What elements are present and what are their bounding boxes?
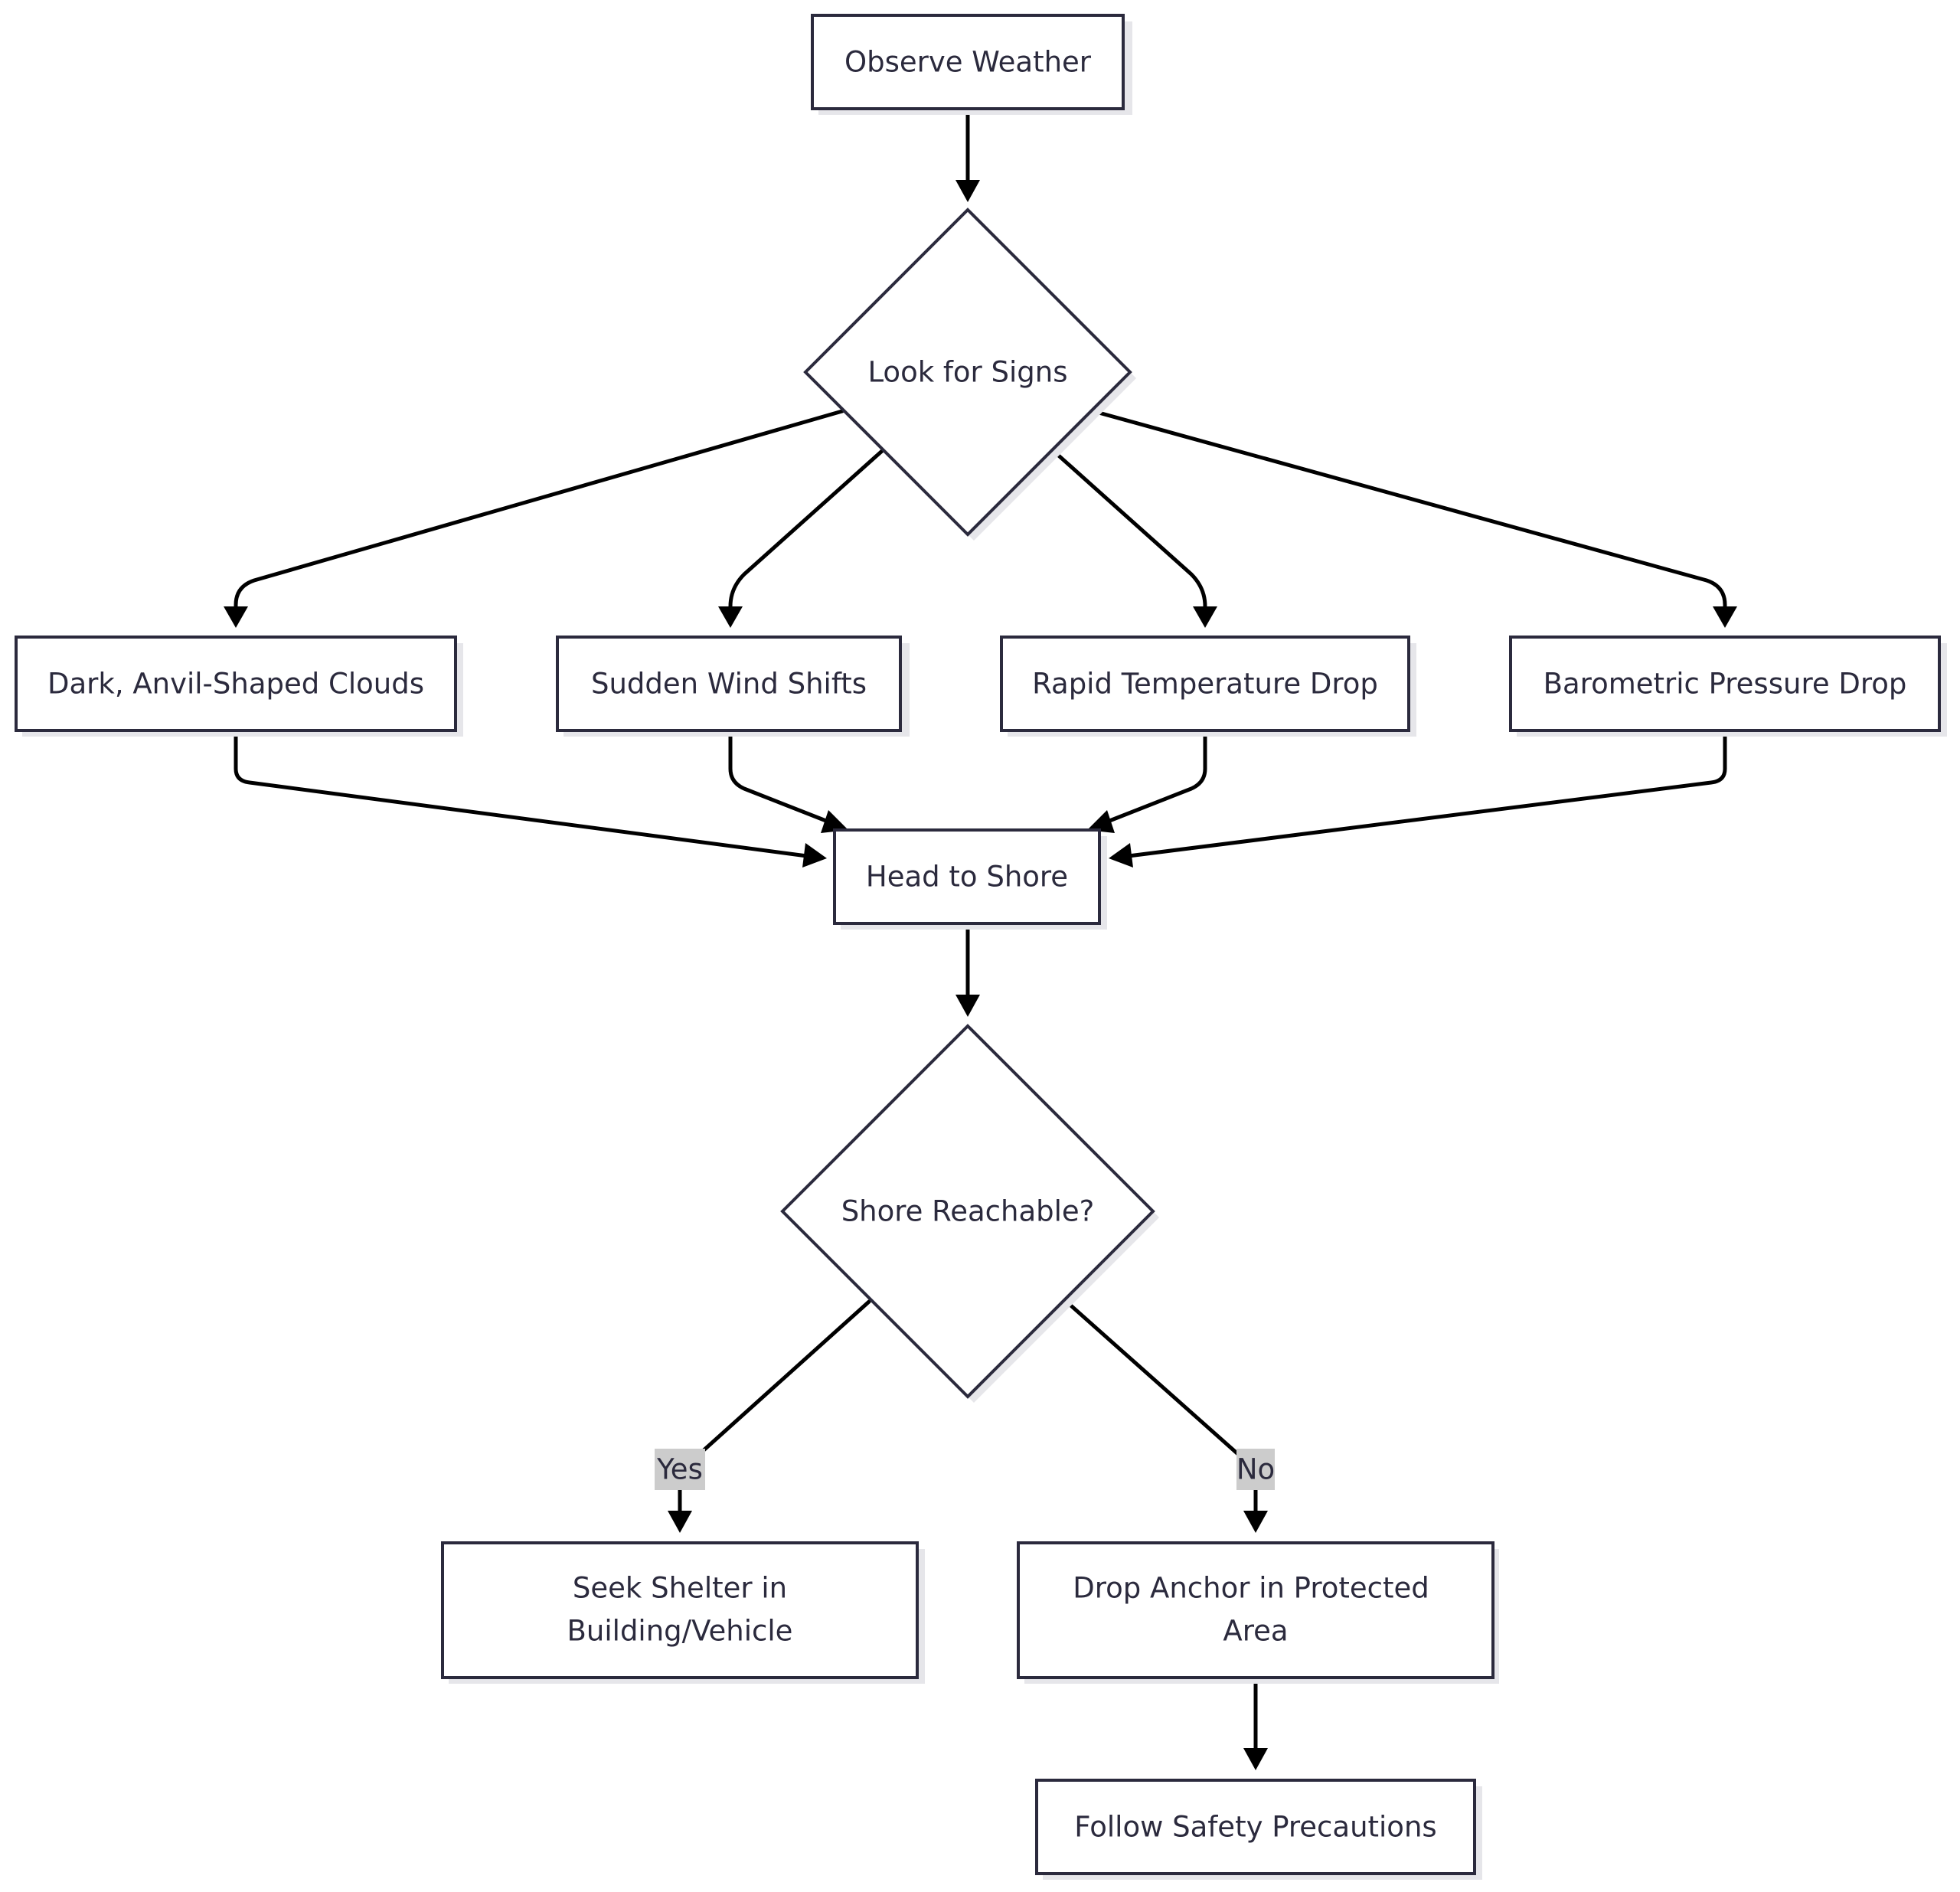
arrowhead — [956, 995, 980, 1017]
edge-signs-to-temp — [1051, 449, 1207, 611]
yes-label: Yes — [656, 1453, 703, 1486]
node-label-line2: Building/Vehicle — [567, 1615, 793, 1648]
nodes: Observe Weather Look for Signs Dark, Anv… — [15, 14, 1947, 1880]
node-label: Observe Weather — [844, 46, 1092, 79]
node-label: Rapid Temperature Drop — [1032, 668, 1378, 701]
edge-clouds-to-shore — [234, 728, 809, 858]
node-dark-anvil-clouds: Dark, Anvil-Shaped Clouds — [15, 636, 463, 737]
node-rapid-temperature-drop: Rapid Temperature Drop — [1000, 636, 1416, 737]
node-head-to-shore: Head to Shore — [833, 828, 1107, 930]
edge-signs-to-pressure — [1091, 409, 1727, 611]
node-label: Head to Shore — [866, 861, 1068, 894]
edge-reachable-to-shelter — [701, 1299, 871, 1453]
node-drop-anchor: Drop Anchor in Protected Area — [1017, 1541, 1499, 1684]
node-label: Shore Reachable? — [841, 1195, 1095, 1228]
node-label: Barometric Pressure Drop — [1544, 668, 1907, 701]
edge-temp-to-shore — [1103, 728, 1207, 825]
arrowhead — [718, 606, 743, 628]
node-barometric-pressure-drop: Barometric Pressure Drop — [1509, 636, 1947, 737]
node-observe-weather: Observe Weather — [811, 14, 1132, 115]
edge-wind-to-shore — [728, 728, 832, 825]
arrowhead — [1087, 810, 1115, 833]
node-label-line2: Area — [1223, 1615, 1288, 1648]
node-label-line1: Seek Shelter in — [573, 1572, 787, 1605]
edge-reachable-to-anchor — [1064, 1299, 1241, 1457]
node-follow-safety-precautions: Follow Safety Precautions — [1035, 1779, 1482, 1880]
edge-signs-to-wind — [728, 449, 884, 611]
node-look-for-signs: Look for Signs — [803, 207, 1136, 541]
edge-pressure-to-shore — [1126, 728, 1727, 858]
edges — [224, 106, 1737, 1770]
arrowhead — [1243, 1511, 1268, 1533]
no-label-bg — [1236, 1449, 1275, 1490]
arrowhead — [1713, 606, 1737, 628]
edge-signs-to-clouds — [234, 409, 844, 611]
arrowhead — [802, 843, 827, 868]
node-label: Sudden Wind Shifts — [591, 668, 867, 701]
arrowhead — [668, 1511, 692, 1533]
arrowhead — [956, 180, 980, 202]
node-shore-reachable: Shore Reachable? — [780, 1024, 1159, 1403]
arrowhead — [1193, 606, 1217, 628]
node-label: Dark, Anvil-Shaped Clouds — [47, 668, 424, 701]
node-sudden-wind-shifts: Sudden Wind Shifts — [556, 636, 910, 737]
node-seek-shelter: Seek Shelter in Building/Vehicle — [441, 1541, 925, 1684]
yes-label-bg — [655, 1449, 705, 1490]
arrowhead — [1109, 843, 1133, 868]
arrowhead — [1243, 1748, 1268, 1770]
node-label: Follow Safety Precautions — [1074, 1811, 1436, 1844]
arrowhead — [224, 606, 248, 628]
node-label: Look for Signs — [867, 356, 1067, 389]
edge-labels: Yes No — [655, 1449, 1275, 1490]
arrowhead — [821, 810, 848, 833]
no-label: No — [1236, 1453, 1275, 1486]
node-label-line1: Drop Anchor in Protected — [1073, 1572, 1429, 1605]
